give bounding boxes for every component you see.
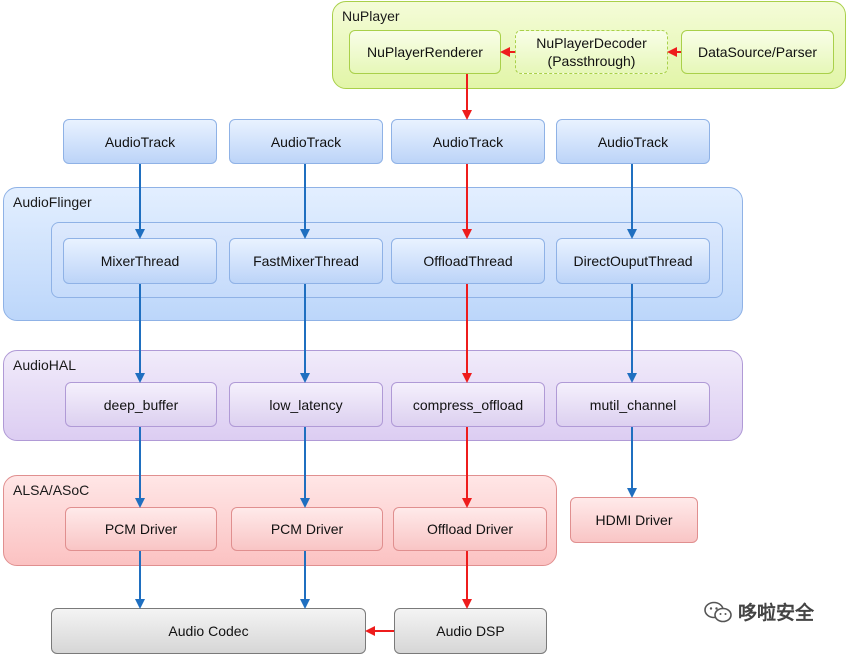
nuplayer-decoder-box: NuPlayerDecoder (Passthrough) — [515, 30, 668, 74]
nuplayer-label: NuPlayer — [342, 8, 400, 24]
hdmi-driver-box: HDMI Driver — [570, 497, 698, 543]
nuplayer-renderer-label: NuPlayerRenderer — [367, 44, 483, 60]
deep-buffer-box: deep_buffer — [65, 382, 217, 427]
fastmixer-thread-box: FastMixerThread — [229, 238, 383, 284]
direct-output-thread-label: DirectOuputThread — [573, 253, 693, 269]
offload-thread-label: OffloadThread — [423, 253, 513, 269]
offload-thread-box: OffloadThread — [391, 238, 545, 284]
audio-codec-label: Audio Codec — [168, 623, 249, 639]
audioflinger-label: AudioFlinger — [13, 194, 92, 210]
low-latency-label: low_latency — [269, 396, 343, 413]
low-latency-box: low_latency — [229, 382, 383, 427]
audiotrack-label-3: AudioTrack — [432, 133, 504, 150]
alsa-asoc-label: ALSA/ASoC — [13, 482, 90, 498]
hdmi-driver-label: HDMI Driver — [595, 512, 673, 528]
offload-driver-box: Offload Driver — [393, 507, 547, 551]
compress-offload-label: compress_offload — [412, 396, 524, 413]
deep-buffer-label: deep_buffer — [103, 396, 179, 413]
nuplayer-decoder-mode: (Passthrough) — [547, 53, 636, 69]
wechat-icon — [704, 601, 732, 622]
audiotrack-label-4: AudioTrack — [597, 133, 669, 150]
multi-channel-box: mutil_channel — [556, 382, 710, 427]
watermark: 哆啦安全 — [704, 598, 814, 625]
audiotrack-box-4: AudioTrack — [556, 119, 710, 164]
datasource-parser-label: DataSource/Parser — [697, 44, 818, 60]
compress-offload-box: compress_offload — [391, 382, 545, 427]
nuplayer-decoder-label: NuPlayerDecoder — [536, 35, 647, 51]
audio-dsp-label: Audio DSP — [436, 623, 505, 639]
nuplayer-renderer-box: NuPlayerRenderer — [349, 30, 501, 74]
watermark-text: 哆啦安全 — [738, 603, 815, 624]
audiotrack-label-1: AudioTrack — [104, 133, 176, 150]
pcm-driver-label-1: PCM Driver — [104, 521, 178, 537]
pcm-driver-label-2: PCM Driver — [270, 521, 344, 537]
audiotrack-box-2: AudioTrack — [229, 119, 383, 164]
audiotrack-label-2: AudioTrack — [270, 133, 342, 150]
mixer-thread-label: MixerThread — [100, 253, 180, 269]
datasource-parser-box: DataSource/Parser — [681, 30, 834, 74]
direct-output-thread-box: DirectOuputThread — [556, 238, 710, 284]
offload-driver-label: Offload Driver — [426, 521, 514, 537]
audiotrack-box-1: AudioTrack — [63, 119, 217, 164]
fastmixer-thread-label: FastMixerThread — [253, 253, 359, 269]
audiohal-label: AudioHAL — [13, 357, 77, 373]
multi-channel-label: mutil_channel — [589, 396, 677, 413]
